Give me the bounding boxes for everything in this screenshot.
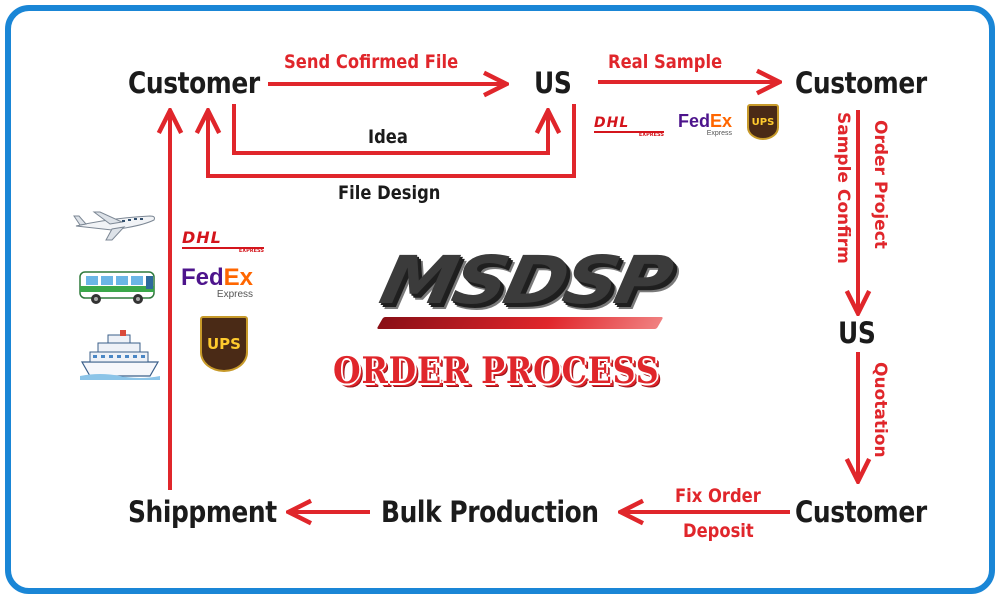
brand-logo-text: MSDSP <box>373 242 677 319</box>
node-customer-bottom-right: Customer <box>795 495 927 529</box>
ups-logo-top: UPS <box>747 104 779 140</box>
node-bulk-production: Bulk Production <box>381 495 599 529</box>
label-file-design: File Design <box>338 182 441 204</box>
label-real-sample: Real Sample <box>608 51 723 73</box>
fedex-logo-left: FedEx Express <box>181 264 254 300</box>
node-customer-top-left: Customer <box>128 66 260 100</box>
label-fix-order: Fix Order <box>675 485 761 507</box>
bus-icon <box>79 271 155 304</box>
label-send-confirmed-file: Send Cofirmed File <box>284 51 459 73</box>
label-deposit: Deposit <box>683 520 754 542</box>
label-order-project: Order Project <box>870 120 890 249</box>
node-customer-top-right: Customer <box>795 66 927 100</box>
arrow-idea <box>232 104 548 155</box>
cruise-ship-icon <box>80 330 160 380</box>
order-process-title: ORDER PROCESS <box>333 350 660 392</box>
airplane-icon <box>73 211 155 241</box>
node-us-right: US <box>838 316 876 350</box>
label-sample-confirm: Sample Confirm <box>833 112 853 264</box>
arrow-file-design <box>208 104 576 178</box>
ups-logo-left: UPS <box>200 316 248 372</box>
brand-logo: MSDSP <box>374 242 680 342</box>
label-quotation: Quotation <box>870 362 890 458</box>
node-us-top: US <box>534 66 572 100</box>
node-shippment: Shippment <box>128 495 277 529</box>
label-idea: Idea <box>368 126 408 148</box>
fedex-logo-top: FedEx Express <box>678 111 733 137</box>
